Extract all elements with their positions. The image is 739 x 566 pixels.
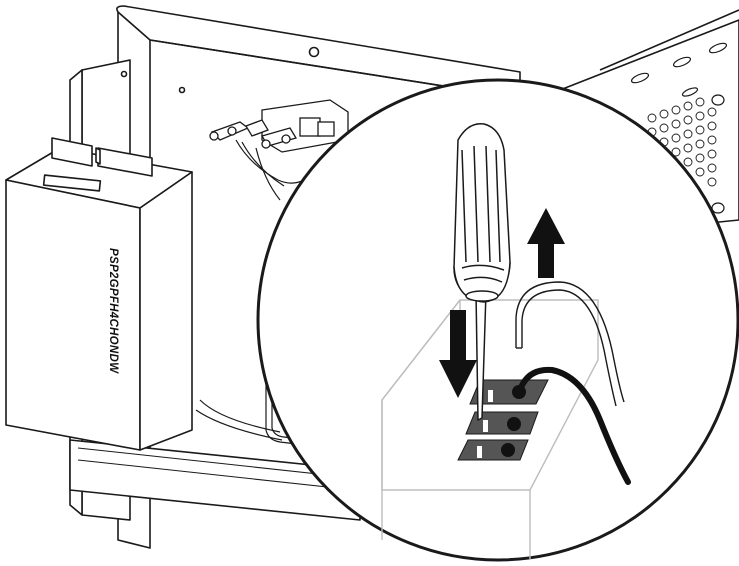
detail-callout	[256, 78, 739, 562]
terminal-connectors	[209, 99, 349, 153]
perforation-grid	[647, 97, 717, 187]
power-supply-box	[5, 137, 193, 451]
push-in-terminal	[457, 379, 549, 461]
background-wires	[195, 139, 331, 449]
white-wire	[515, 281, 625, 407]
arrow-down-icon	[439, 310, 477, 398]
black-wire	[517, 366, 631, 485]
vent-slots	[630, 42, 728, 214]
device-model-label: PSP2GPFH4CHONDW	[107, 248, 119, 374]
screwdriver-icon	[453, 123, 511, 421]
arrow-up-icon	[527, 208, 565, 278]
screw-hole-icon	[308, 46, 320, 58]
